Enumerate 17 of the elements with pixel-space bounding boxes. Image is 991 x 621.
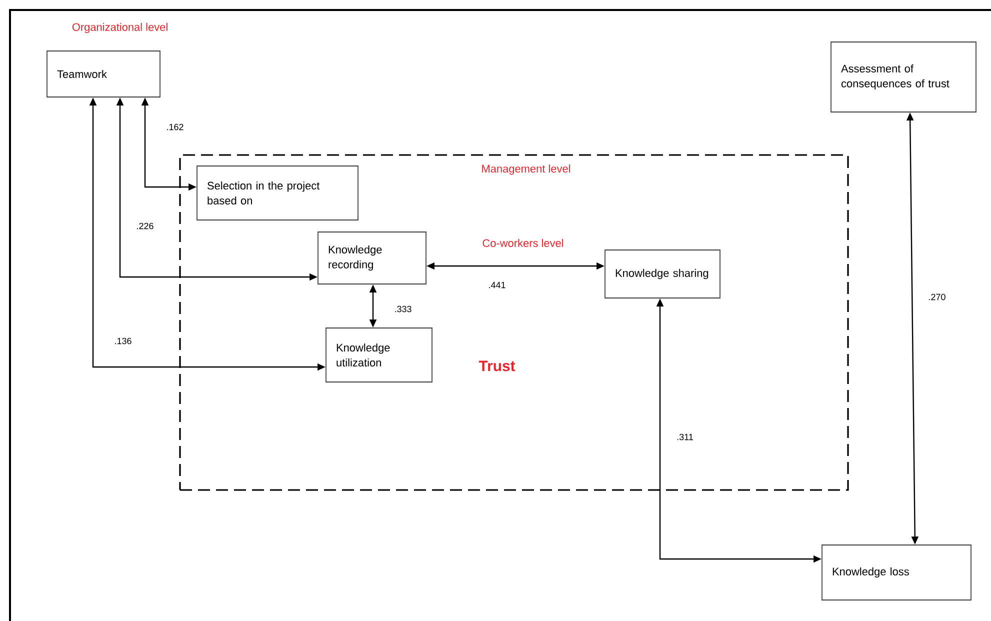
edge-label: .311 (676, 432, 694, 442)
edge-label: .441 (487, 280, 507, 290)
box: Assessment of consequences of trust (830, 42, 976, 112)
edge-label: .136 (113, 336, 133, 346)
edge-label: .162 (165, 122, 185, 132)
box: Knowledge loss (822, 544, 972, 600)
level-label: Co-workers level (482, 238, 564, 248)
level-label: Trust (478, 360, 516, 372)
box: Teamwork (46, 50, 160, 98)
edge-label: .333 (393, 304, 413, 314)
box: Knowledge sharing (604, 250, 720, 298)
box: Knowledge utilization (326, 328, 432, 382)
level-label: Organizational level (72, 22, 168, 34)
edge-label: .270 (927, 292, 947, 302)
box: Knowledge recording (318, 232, 426, 284)
edge-label: .226 (135, 222, 155, 230)
box: Selection in the project based on (196, 166, 358, 220)
